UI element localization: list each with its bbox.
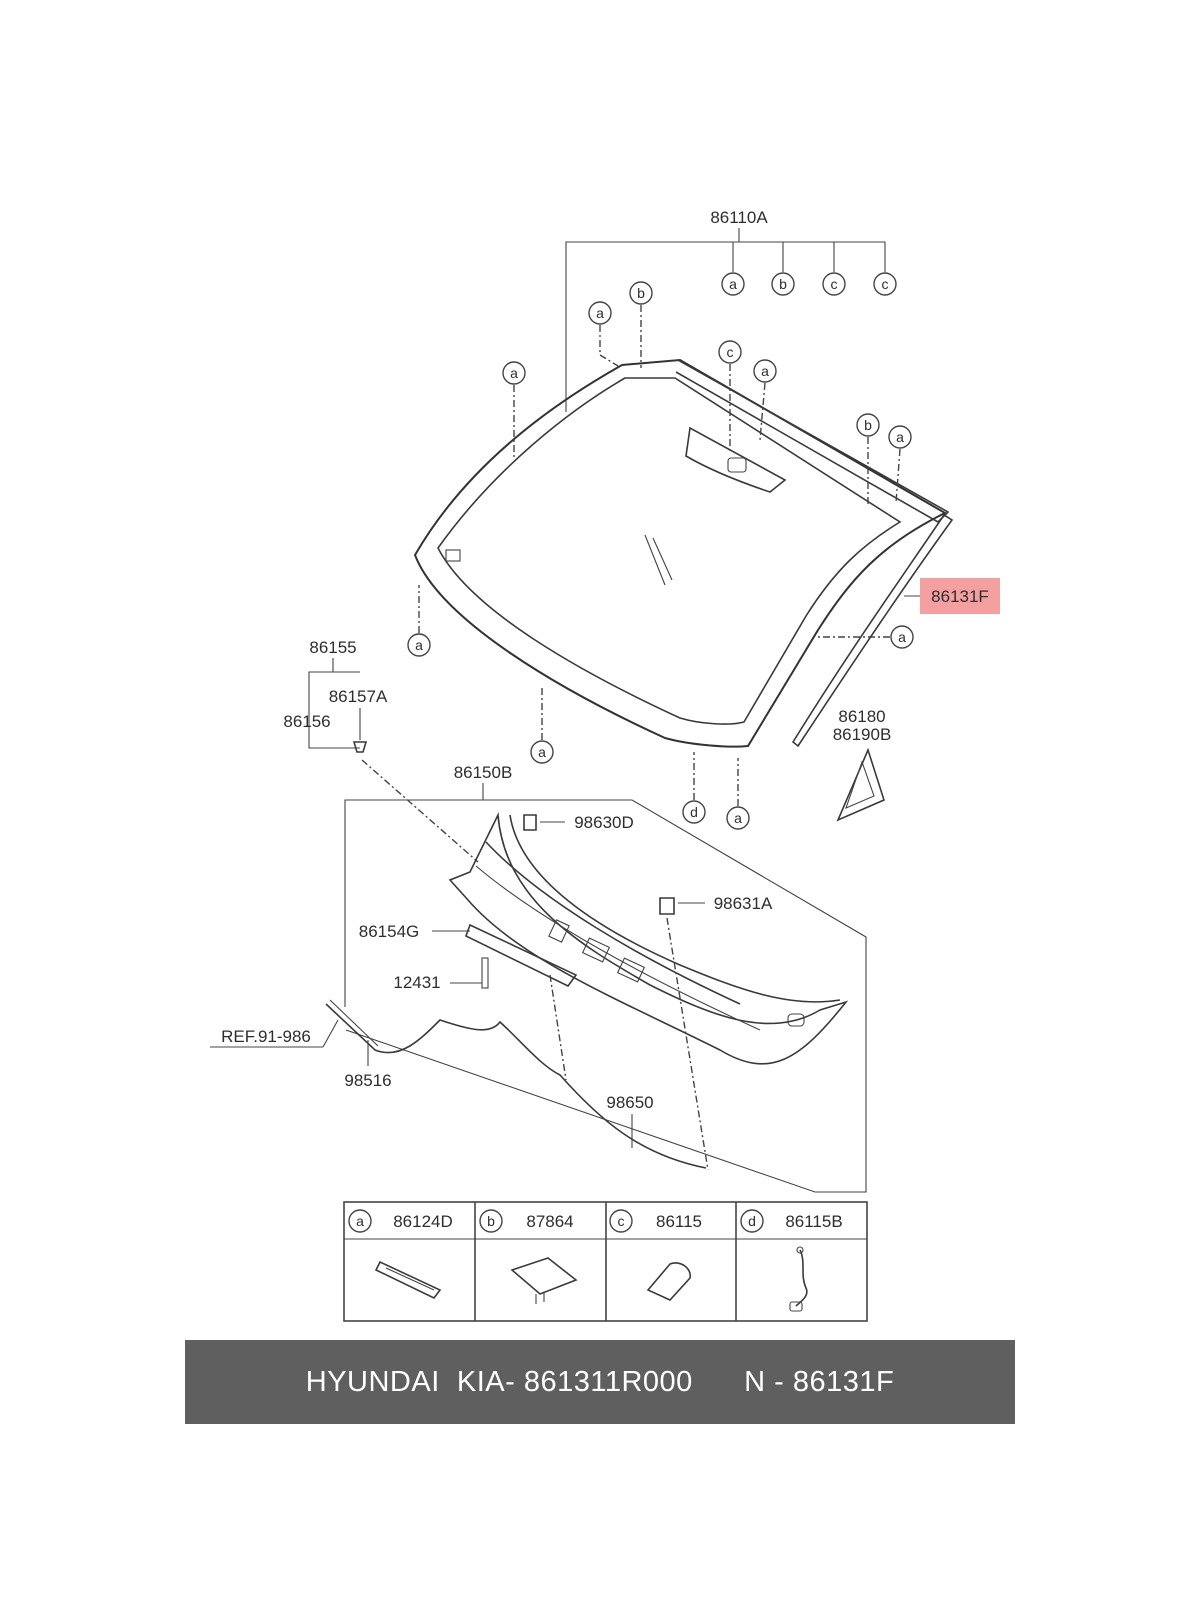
- clip-letter: b: [864, 417, 872, 433]
- caption-oem-number: - 861311R000: [505, 1365, 693, 1398]
- clip-letter: a: [596, 305, 604, 321]
- clip-letter: a: [898, 629, 906, 645]
- clip-letter: a: [729, 276, 737, 292]
- legend-letter: b: [487, 1213, 495, 1229]
- caption-spacer: [693, 1366, 744, 1399]
- highlighted-part: 86131F: [904, 578, 1000, 614]
- cowl-panel-group: 86150B 98630D 98631A 86154G 12431 REF.91…: [210, 763, 867, 1193]
- callout-86156: 86156: [283, 712, 330, 731]
- clip-letter: b: [637, 285, 645, 301]
- callout-98650: 98650: [606, 1093, 653, 1112]
- glass-clip-markers: a b a c a b a a a a d a: [407, 281, 914, 830]
- callout-98631A: 98631A: [714, 894, 773, 913]
- caption-brand: HYUNDAI KIA: [305, 1365, 506, 1398]
- clip-letter: b: [779, 276, 787, 292]
- clip-letter: d: [690, 804, 698, 820]
- caption-part-number: N - 86131F: [744, 1365, 895, 1398]
- clip-legend-table: a 86124D b 87864 c 86115 d 86115B: [343, 1201, 868, 1322]
- callout-86131F: 86131F: [931, 587, 989, 606]
- legend-part: 86115: [656, 1212, 702, 1231]
- callout-98516: 98516: [344, 1071, 391, 1090]
- callout-86157A: 86157A: [329, 687, 388, 706]
- clip-letter: a: [415, 637, 423, 653]
- clip-letter: a: [538, 744, 546, 760]
- callout-98630D: 98630D: [574, 813, 634, 832]
- legend-letter: d: [748, 1213, 756, 1229]
- clip-letter: a: [734, 810, 742, 826]
- windshield-glass: [413, 358, 954, 748]
- clip-c-sketch: [646, 1262, 691, 1301]
- callout-12431: 12431: [393, 973, 440, 992]
- callout-86190B: 86190B: [833, 725, 892, 744]
- clip-b-sketch: [510, 1257, 578, 1295]
- legend-letter: c: [618, 1213, 625, 1229]
- legend-part: 86115B: [785, 1212, 842, 1231]
- clip-letter: a: [510, 365, 518, 381]
- clip-a-sketch: [374, 1260, 442, 1300]
- ref-91-986: REF.91-986: [221, 1027, 311, 1046]
- corner-moulding: 86180 86190B: [833, 707, 892, 822]
- legend-part: 87864: [526, 1212, 573, 1231]
- callout-86180: 86180: [838, 707, 885, 726]
- clip-letter: c: [882, 276, 889, 292]
- assembly-bracket: 86110A a b c c: [565, 208, 897, 412]
- clip-letter: c: [727, 344, 734, 360]
- clip-letter: a: [896, 429, 904, 445]
- clip-letter: a: [761, 363, 769, 379]
- callout-86155: 86155: [309, 638, 356, 657]
- callout-86154G: 86154G: [359, 922, 420, 941]
- clip-letter: c: [831, 276, 838, 292]
- group-86155: 86155 86157A 86156: [283, 638, 479, 863]
- highlight-box: [920, 578, 1000, 614]
- callout-86150B: 86150B: [454, 763, 513, 782]
- legend-part: 86124D: [393, 1212, 453, 1231]
- clip-d-sketch: [795, 1249, 808, 1307]
- legend-letter: a: [356, 1213, 364, 1229]
- part-number-caption: HYUNDAI KIA - 861311R000 N - 86131F: [185, 1340, 1015, 1424]
- callout-86110A: 86110A: [710, 208, 768, 227]
